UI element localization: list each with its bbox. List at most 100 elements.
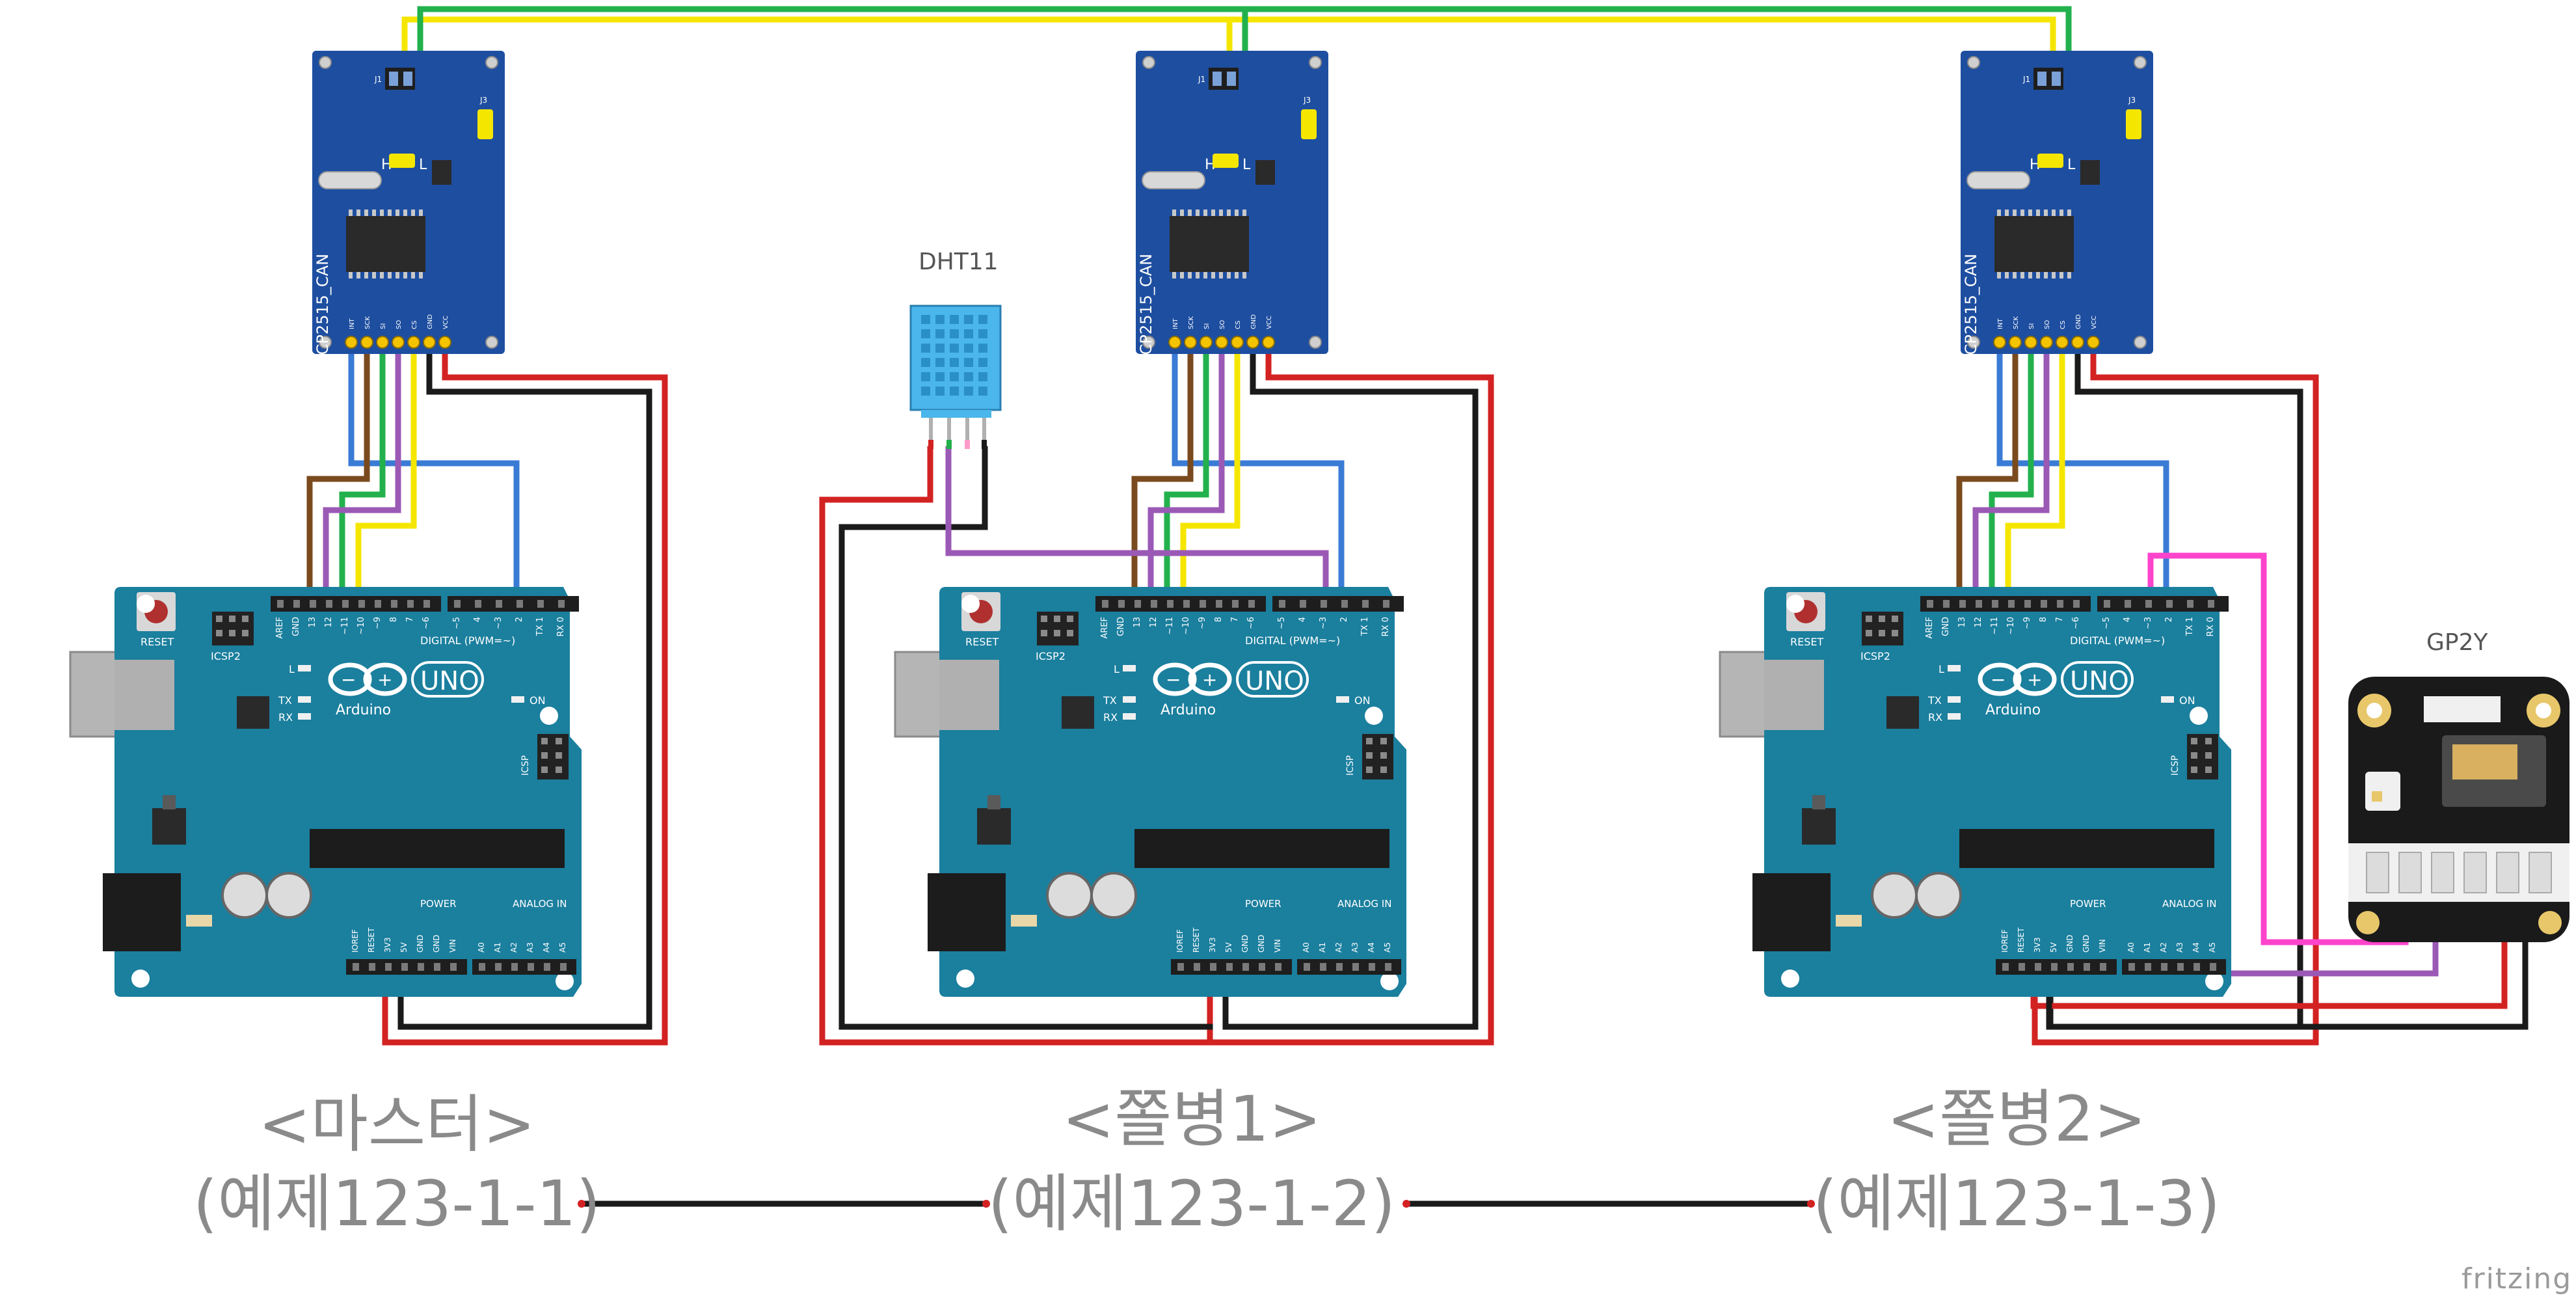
arduino-brand: Arduino	[1161, 702, 1216, 718]
gp2y-connector	[2424, 696, 2501, 722]
digital-pin	[391, 600, 397, 608]
digital-pin-label: 7	[1230, 617, 1240, 622]
dht11-sensor	[909, 305, 1002, 449]
led-on	[511, 696, 524, 703]
caption-link-end	[578, 1200, 585, 1208]
power-label: POWER	[420, 898, 457, 910]
icsp2-pin	[229, 616, 235, 622]
chip-leg	[2005, 272, 2009, 278]
chip-leg	[2059, 210, 2063, 216]
power-pin	[1177, 963, 1184, 971]
dfrobot-logo	[2365, 772, 2400, 811]
power-pin-label: VIN	[1273, 939, 1282, 953]
chip-leg	[1227, 272, 1231, 278]
analog-label: ANALOG IN	[2162, 898, 2216, 910]
arduino-board	[114, 587, 582, 997]
led-l	[1948, 665, 1961, 671]
dht11-vent	[978, 315, 987, 324]
digital-pin-label: 8	[389, 617, 399, 622]
digital-pin	[326, 600, 332, 608]
digital-pin	[1216, 600, 1222, 608]
chip-leg	[2052, 210, 2056, 216]
icsp2-pin	[1866, 630, 1872, 636]
fritzing-logo: fritzing	[2462, 1262, 2573, 1295]
jumper	[389, 154, 415, 168]
digital-header-right	[2097, 596, 2229, 612]
dht11-vent	[964, 372, 973, 381]
icsp-pin	[1380, 738, 1387, 744]
power-pin-label: RESET	[1192, 927, 1201, 953]
mount-hole	[1967, 56, 1980, 69]
pin-sck	[2009, 336, 2022, 349]
logo-plus: +	[1202, 669, 1217, 690]
digital-pin-label: 7	[405, 617, 415, 622]
dht11-vent	[935, 329, 945, 338]
chip-leg	[403, 272, 407, 278]
cs-wire	[2005, 339, 2065, 602]
vcc-wire	[2032, 339, 2319, 1046]
digital-pin	[310, 600, 316, 608]
jumper-label: J3	[2128, 96, 2136, 105]
usb-chip	[1886, 696, 1919, 729]
digital-pin-label: ~9	[373, 617, 382, 629]
power-pin	[2019, 963, 2025, 971]
analog-pin	[2128, 963, 2135, 971]
analog-header	[472, 959, 576, 975]
capacitor	[265, 872, 312, 919]
icsp2-pin	[1879, 616, 1885, 622]
digital-pin	[1167, 600, 1174, 608]
pin-int	[1168, 336, 1181, 349]
dht11-vent	[964, 387, 973, 396]
analog-pin	[2145, 963, 2151, 971]
power-pin	[434, 963, 440, 971]
icsp-label: ICSP	[2170, 755, 2180, 776]
si-wire	[339, 339, 386, 602]
atmega-chip	[1959, 829, 2214, 868]
digital-pin	[475, 600, 481, 608]
chip-leg	[372, 210, 376, 216]
chip-leg	[2052, 272, 2056, 278]
capacitor	[1090, 872, 1137, 919]
mount-hole	[2134, 56, 2147, 69]
pin-label: SO	[1219, 320, 1226, 329]
chip-leg	[356, 210, 360, 216]
mount-hole	[1142, 336, 1155, 349]
analog-pin	[2194, 963, 2200, 971]
chip-leg	[1196, 210, 1200, 216]
icsp-pin	[1366, 752, 1373, 759]
icsp2-label: ICSP2	[211, 650, 241, 662]
icsp-pin	[2191, 738, 2197, 744]
power-pin-label: GND	[416, 934, 425, 953]
usb-body	[1764, 660, 1824, 730]
digital-pin-label: ~6	[2071, 617, 2081, 629]
power-pin	[2100, 963, 2106, 971]
mount-hole	[1309, 336, 1322, 349]
digital-pin-label: ~6	[1246, 617, 1256, 629]
gp2y-sensor	[2348, 677, 2569, 942]
icsp-pin	[556, 738, 562, 744]
power-pin	[418, 963, 424, 971]
dht11-vent	[935, 315, 945, 324]
digital-pin-label: ~10	[356, 617, 366, 634]
mount-hole	[1967, 336, 1980, 349]
regulator-tab	[163, 795, 176, 809]
led-tx	[298, 696, 311, 703]
mount-hole	[485, 336, 498, 349]
digital-pin-label: ~3	[1319, 617, 1328, 629]
led-l-label: L	[1939, 663, 1944, 675]
digital-pin	[1151, 600, 1157, 608]
digital-pin-label: ~10	[1181, 617, 1191, 634]
pin-label: SCK	[1188, 316, 1195, 329]
mount-hole	[556, 972, 574, 990]
jumper	[2037, 154, 2063, 168]
logo-ring	[1188, 662, 1232, 696]
chip-leg	[380, 210, 384, 216]
led-rx	[1123, 713, 1136, 720]
mount-hole	[485, 56, 498, 69]
digital-pin	[1232, 600, 1239, 608]
led-rx-label: RX	[278, 711, 293, 724]
led-rx	[298, 713, 311, 720]
digital-label: DIGITAL (PWM=~)	[2070, 634, 2165, 647]
icsp-pin	[1380, 752, 1387, 759]
regulator	[1802, 808, 1836, 845]
